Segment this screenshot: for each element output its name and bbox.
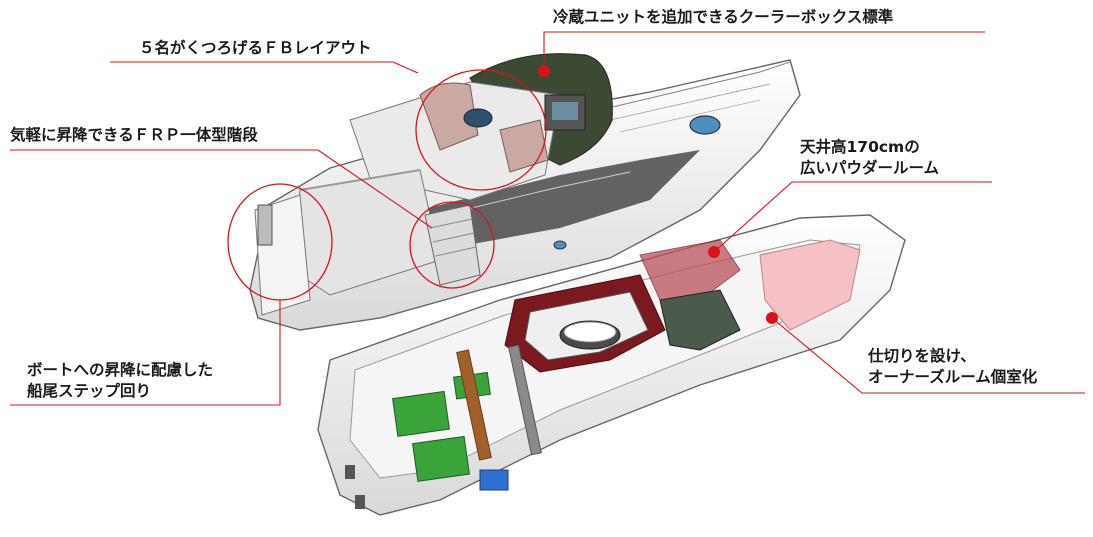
- fb-circle: [415, 69, 547, 191]
- stairs-circle: [409, 201, 495, 289]
- callout-stern-steps-line1: ボートへの昇降に配慮した: [27, 361, 214, 379]
- engine-2: [412, 435, 470, 482]
- upper-boat-exterior: [249, 53, 801, 331]
- callout-powder-room-line2: 広いパウダールーム: [800, 159, 940, 177]
- callout-owner-room-line1: 仕切りを設け、: [868, 347, 976, 365]
- callout-fb-layout: ５名がくつろげるＦＢレイアウト: [139, 38, 372, 59]
- callout-fb-layout-text: ５名がくつろげるＦＢレイアウト: [139, 39, 372, 57]
- lower-boat-cutaway: [317, 214, 906, 516]
- callout-stairs: 気軽に昇降できるＦＲＰ一体型階段: [10, 125, 258, 146]
- callout-stern-steps-line2: 船尾ステップ回り: [27, 382, 152, 400]
- callout-owner-room-line2: オーナーズルーム個室化: [868, 368, 1038, 386]
- powder-line: [713, 181, 992, 253]
- callout-powder-room: 天井高170cmの 広いパウダールーム: [800, 137, 939, 179]
- callout-stern-steps: ボートへの昇降に配慮した 船尾ステップ回り: [27, 360, 213, 402]
- owner-line: [771, 317, 1085, 394]
- callout-stairs-text: 気軽に昇降できるＦＲＰ一体型階段: [10, 126, 258, 144]
- stern-line: [10, 300, 281, 406]
- fb-line: [110, 61, 419, 74]
- callout-cooler-text: 冷蔵ユニットを追加できるクーラーボックス標準: [553, 8, 894, 26]
- leader-lines: [10, 31, 1085, 406]
- callout-cooler: 冷蔵ユニットを追加できるクーラーボックス標準: [553, 7, 893, 28]
- cooler-line: [543, 31, 985, 71]
- stairs-line: [10, 149, 433, 229]
- callout-owner-room: 仕切りを設け、 オーナーズルーム個室化: [868, 346, 1037, 388]
- callout-powder-room-line1: 天井高170cmの: [800, 138, 920, 156]
- owners-room: [759, 239, 861, 331]
- engine-1: [392, 390, 450, 437]
